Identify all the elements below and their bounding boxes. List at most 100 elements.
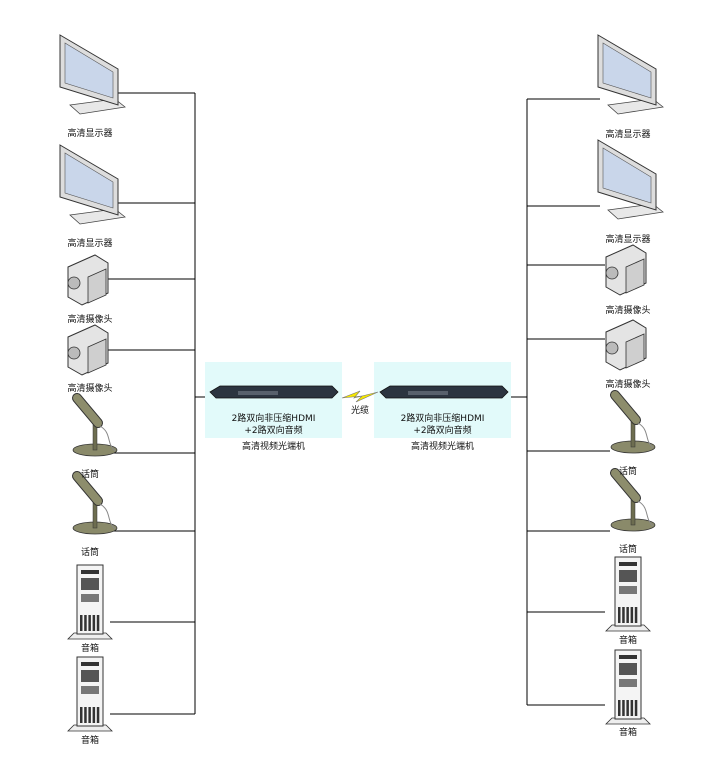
transceiver-right-icon-ports [408,391,448,395]
left-camera-icon [67,254,109,306]
left-speaker-icon [67,656,113,732]
transceiver-right-desc: 2路双向非压缩HDMI +2路双向音频 高清视频光端机 [374,413,511,453]
left-speaker-label: 音箱 [80,736,100,746]
speaker-grille-bar [88,707,91,723]
right-monitor-icon [597,34,664,115]
speaker-grille-bar [618,700,621,716]
fiber-link-bolt-icon [341,390,379,403]
speaker-panel [81,578,99,590]
right-monitor-label: 高清显示器 [605,235,651,245]
transceiver-left-name: 高清视频光端机 [241,442,305,452]
monitor-screen [602,42,652,99]
speaker-grille-bar [88,615,91,631]
left-camera-icon [67,324,109,376]
left-monitor-label: 高清显示器 [67,239,113,249]
left-camera-label: 高清摄像头 [67,315,113,325]
camera-lcd-panel [87,338,107,374]
transceiver-right-icon [379,385,509,399]
camera-lcd-panel [625,258,645,294]
speaker-panel [619,679,637,687]
speaker-grille-bar [92,707,96,723]
camera-lens [67,276,81,290]
speaker-grille-bar [626,607,629,623]
right-monitor-icon [597,139,664,220]
left-microphone-label: 话筒 [80,470,100,480]
left-microphone-icon [72,393,118,457]
right-speaker-icon [605,649,651,725]
right-camera-icon [605,319,647,371]
transceiver-left-line1: 2路双向非压缩HDMI [231,414,316,424]
speaker-grille-bar [630,607,634,623]
speaker-slot [619,655,637,659]
speaker-grille-bar [80,707,83,723]
transceiver-right-line2: +2路双向音频 [413,426,472,436]
speaker-grille-bar [96,707,100,723]
speaker-grille-bar [634,700,638,716]
mic-head [73,472,102,505]
mic-cable [99,503,116,530]
right-microphone-label: 话筒 [618,545,638,555]
mic-cable [637,500,654,527]
transceiver-left-icon [209,385,339,399]
speaker-panel [81,686,99,694]
camera-lcd-panel [625,333,645,369]
speaker-panel [619,570,637,582]
left-monitor-icon [59,144,126,225]
speaker-panel [81,670,99,682]
right-speaker-icon [605,556,651,632]
transceiver-left-line2: +2路双向音频 [244,426,303,436]
right-camera-icon [605,244,647,296]
fiber-cable-label: 光缆 [350,406,370,416]
speaker-grille-bar [92,615,96,631]
right-microphone-icon [610,468,656,532]
mic-head [611,469,640,502]
speaker-grille-bar [80,615,83,631]
mic-head [611,391,640,424]
left-speaker-label: 音箱 [80,644,100,654]
right-camera-label: 高清摄像头 [605,380,651,390]
right-camera-label: 高清摄像头 [605,306,651,316]
transceiver-box-right [374,362,511,438]
monitor-screen [602,147,652,204]
right-microphone-label: 话筒 [618,467,638,477]
right-speaker-label: 音箱 [618,636,638,646]
speaker-slot [619,562,637,566]
speaker-grille-bar [634,607,638,623]
speaker-grille-bar [622,700,625,716]
right-speaker-label: 音箱 [618,728,638,738]
camera-lens [605,266,619,280]
transceiver-left-desc: 2路双向非压缩HDMI +2路双向音频 高清视频光端机 [205,413,342,453]
speaker-grille-bar [622,607,625,623]
speaker-grille-bar [84,707,87,723]
mic-cable [637,422,654,449]
left-microphone-icon [72,471,118,535]
camera-lcd-panel [87,268,107,304]
speaker-grille-bar [618,607,621,623]
left-microphone-label: 话筒 [80,548,100,558]
mic-cable [99,425,116,452]
speaker-panel [619,663,637,675]
transceiver-left-icon-ports [238,391,278,395]
left-camera-label: 高清摄像头 [67,384,113,394]
left-monitor-icon [59,34,126,115]
speaker-slot [81,570,99,574]
speaker-slot [81,662,99,666]
left-speaker-icon [67,564,113,640]
speaker-panel [81,594,99,602]
right-microphone-icon [610,390,656,454]
camera-lens [67,346,81,360]
monitor-screen [64,42,114,99]
transceiver-right-line1: 2路双向非压缩HDMI [400,414,485,424]
transceiver-right-name: 高清视频光端机 [410,442,474,452]
mic-head [73,394,102,427]
speaker-grille-bar [630,700,634,716]
transceiver-box-left [205,362,342,438]
right-monitor-label: 高清显示器 [605,130,651,140]
speaker-panel [619,586,637,594]
speaker-grille-bar [96,615,100,631]
monitor-screen [64,152,114,209]
camera-lens [605,341,619,355]
